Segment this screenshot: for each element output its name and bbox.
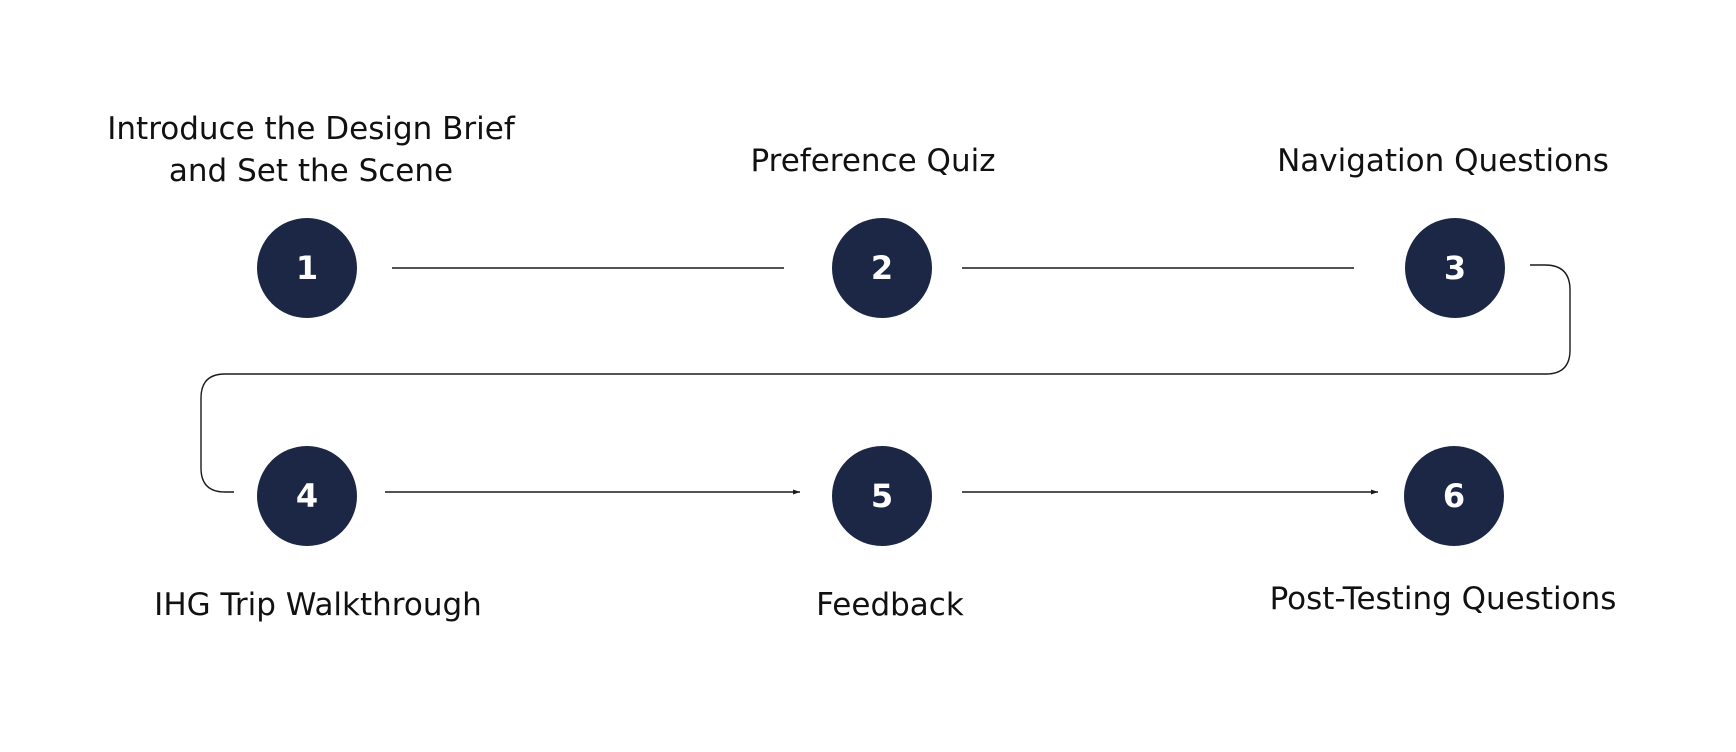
step-4-label: IHG Trip Walkthrough bbox=[154, 587, 482, 623]
step-5: 5 Feedback bbox=[816, 446, 964, 623]
step-6: 6 Post-Testing Questions bbox=[1270, 446, 1617, 617]
step-1-label-line-1: Introduce the Design Brief bbox=[107, 111, 516, 147]
step-5-circle bbox=[832, 446, 932, 546]
step-6-circle bbox=[1404, 446, 1504, 546]
step-6-label: Post-Testing Questions bbox=[1270, 581, 1617, 617]
step-1: 1 Introduce the Design Brief and Set the… bbox=[107, 111, 516, 318]
step-4-circle bbox=[257, 446, 357, 546]
step-5-label: Feedback bbox=[816, 587, 964, 623]
step-5-number: 5 bbox=[871, 477, 893, 515]
step-2-circle bbox=[832, 218, 932, 318]
step-4: 4 IHG Trip Walkthrough bbox=[154, 446, 482, 623]
step-1-circle bbox=[257, 218, 357, 318]
step-6-number: 6 bbox=[1443, 477, 1465, 515]
step-3-circle bbox=[1405, 218, 1505, 318]
step-2-label: Preference Quiz bbox=[751, 143, 996, 179]
step-3-label: Navigation Questions bbox=[1277, 143, 1609, 179]
connector-3-4-wrap bbox=[200, 264, 1571, 493]
step-2: 2 Preference Quiz bbox=[751, 143, 996, 318]
step-1-label-line-2: and Set the Scene bbox=[169, 153, 453, 189]
step-1-number: 1 bbox=[296, 249, 318, 287]
step-2-number: 2 bbox=[871, 249, 893, 287]
step-4-number: 4 bbox=[296, 477, 318, 515]
step-3-number: 3 bbox=[1444, 249, 1466, 287]
step-3: 3 Navigation Questions bbox=[1277, 143, 1609, 318]
